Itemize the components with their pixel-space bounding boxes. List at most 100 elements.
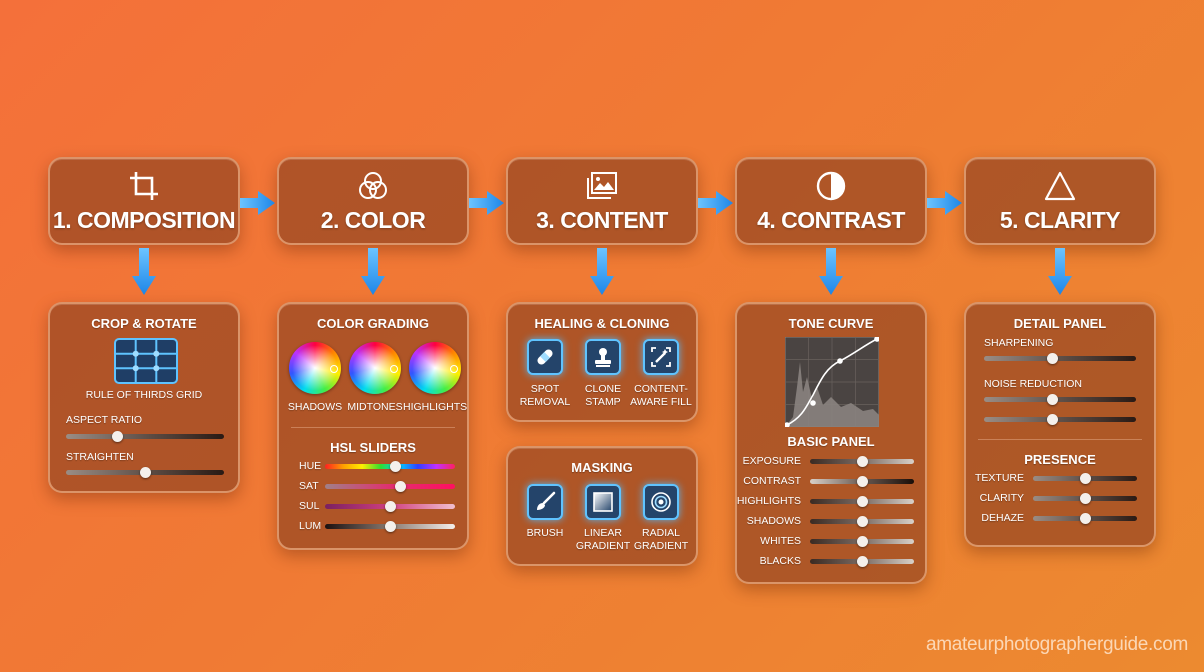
wheel-handle[interactable] [450,365,458,373]
slider-knob[interactable] [1047,414,1059,425]
wheel-label: SHADOWS [287,401,343,413]
wheel-label: HIGHLIGHTS [403,401,468,413]
stage-color[interactable]: 2. COLOR [277,157,469,245]
image-icon [587,172,617,199]
radial-gradient-button[interactable] [643,484,679,520]
slider-knob[interactable] [385,501,396,512]
curve-point [837,358,843,364]
wheel-handle[interactable] [330,365,338,373]
slider-knob[interactable] [857,496,868,507]
tool-label: BRUSH [526,527,564,539]
brush-icon [537,491,556,510]
watermark: amateurphotographerguide.com [926,634,1188,655]
saturation-slider[interactable] [325,481,455,492]
slider-knob[interactable] [140,467,151,478]
highlights-slider[interactable] [810,496,914,507]
whites-slider[interactable] [810,536,914,547]
arrow-right-icon [927,191,962,215]
stage-content[interactable]: 3. CONTENT [506,157,698,245]
divider [978,439,1142,440]
slider-knob[interactable] [1047,394,1059,405]
slider-label: BLACKS [759,555,801,567]
aspect-ratio-slider[interactable] [66,431,224,442]
straighten-slider[interactable] [66,467,224,478]
blacks-slider[interactable] [810,556,914,567]
rule-of-thirds-grid-icon[interactable] [113,337,179,385]
arrow-down-icon [361,248,385,295]
stage-contrast[interactable]: 4. CONTRAST [735,157,927,245]
exposure-slider[interactable] [810,456,914,467]
clone-stamp-button[interactable] [585,339,621,375]
texture-slider[interactable] [1033,473,1137,484]
wheel-handle[interactable] [390,365,398,373]
slider-knob[interactable] [1080,513,1091,524]
arrow-down-icon [132,248,156,295]
slider-label: SAT [299,480,319,492]
arrow-right-icon [698,191,733,215]
luminance-slider[interactable] [325,521,455,532]
slider-knob[interactable] [1080,493,1091,504]
arrow-down-icon [819,248,843,295]
stage-title: 3. CONTENT [536,207,668,233]
noise-reduction-detail-slider[interactable] [984,414,1136,425]
slider-knob[interactable] [390,461,402,472]
tone-curve-graph[interactable] [785,337,879,427]
slider-knob[interactable] [857,516,868,527]
arrow-down-icon [590,248,614,295]
hue-slider[interactable] [325,461,455,472]
brush-button[interactable] [527,484,563,520]
slider-knob[interactable] [857,456,868,467]
slider-knob[interactable] [857,536,868,547]
sharpening-slider[interactable] [984,353,1136,364]
content-aware-fill-button[interactable] [643,339,679,375]
slider-label: EXPOSURE [742,455,801,467]
divider [291,427,455,428]
shadows-slider[interactable] [810,516,914,527]
sul-slider[interactable] [325,501,455,512]
slider-knob[interactable] [385,521,396,532]
half-circle-icon [816,171,846,201]
slider-label: ASPECT RATIO [66,414,143,426]
slider-label: LUM [299,520,322,532]
slider-knob[interactable] [111,431,123,442]
highlights-color-wheel[interactable] [409,342,461,394]
slider-label: STRAIGHTEN [66,451,134,463]
spot-removal-button[interactable] [527,339,563,375]
triangle-icon [1044,171,1076,201]
shadows-color-wheel[interactable] [289,342,341,394]
curve-point [874,337,879,342]
stamp-icon [595,348,611,367]
slider-knob[interactable] [857,476,868,487]
slider-knob[interactable] [1080,473,1091,484]
stage-composition[interactable]: 1. COMPOSITION [48,157,240,245]
grid-label: RULE OF THIRDS GRID [85,389,203,401]
slider-label: SUL [299,500,320,512]
contrast-slider[interactable] [810,476,914,487]
bandage-icon [537,349,553,365]
noise-reduction-slider[interactable] [984,394,1136,405]
panel-title: COLOR GRADING [317,316,429,331]
slider-knob[interactable] [857,556,868,567]
slider-knob[interactable] [1047,353,1059,364]
stage-title: 4. CONTRAST [757,207,905,233]
linear-gradient-button[interactable] [585,484,621,520]
magic-fill-icon [651,347,671,367]
slider-label: CLARITY [979,492,1024,504]
panel-title: TONE CURVE [788,316,874,331]
midtones-color-wheel[interactable] [349,342,401,394]
stage-clarity[interactable]: 5. CLARITY [964,157,1156,245]
stage-title: 1. COMPOSITION [52,207,236,233]
linear-gradient-icon [593,492,613,512]
slider-label: CONTRAST [743,475,801,487]
slider-label: WHITES [760,535,801,547]
panel-title: HEALING & CLONING [534,316,670,331]
clarity-slider[interactable] [1033,493,1137,504]
basic-panel-title: BASIC PANEL [787,434,875,449]
slider-knob[interactable] [395,481,407,492]
dehaze-slider[interactable] [1033,513,1137,524]
curve-point [785,422,790,427]
